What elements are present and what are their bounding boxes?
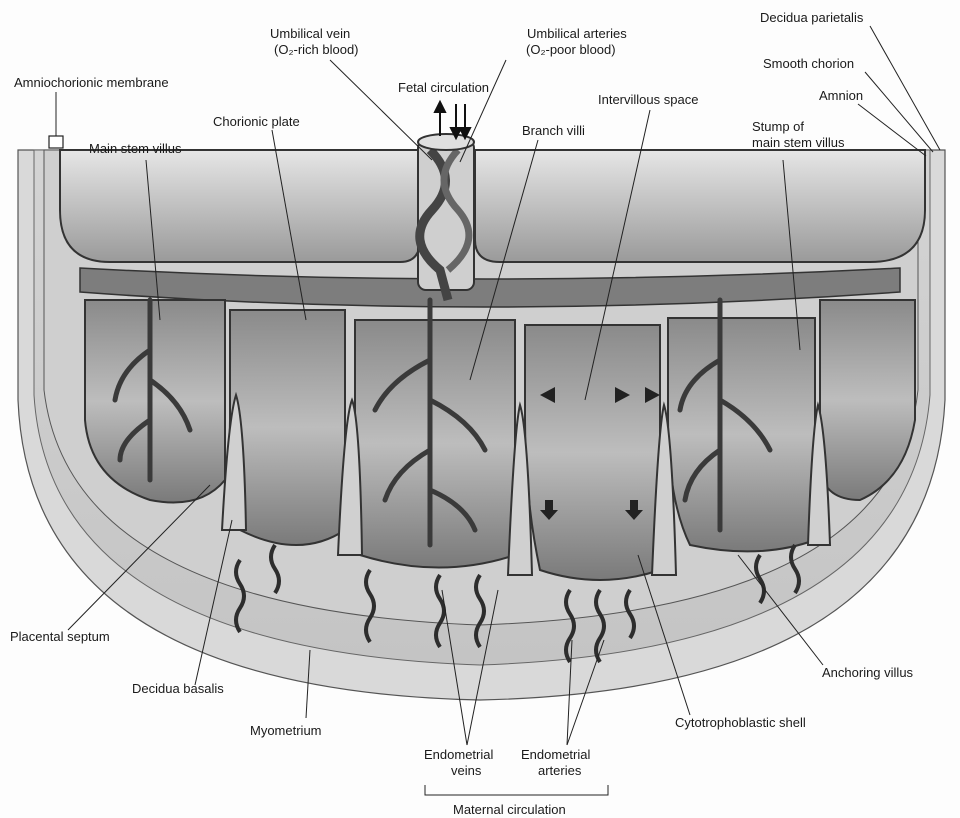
cotyledon-lobe-3 <box>354 320 515 568</box>
amniochorionic-membrane-box <box>49 136 63 148</box>
label-intervillous-space: Intervillous space <box>598 92 698 107</box>
label-decidua-parietalis: Decidua parietalis <box>760 10 864 25</box>
label-cytotrophoblastic-shell: Cytotrophoblastic shell <box>675 715 806 730</box>
label-endometrial-arteries-2: arteries <box>538 763 582 778</box>
label-decidua-basalis: Decidua basalis <box>132 681 224 696</box>
label-endometrial-veins-2: veins <box>451 763 482 778</box>
cotyledon-lobe-5 <box>668 318 815 551</box>
umbilical-cord <box>418 134 474 300</box>
label-umbilical-arteries-2: (O₂-poor blood) <box>526 42 616 57</box>
label-umbilical-arteries-1: Umbilical arteries <box>527 26 627 41</box>
label-anchoring-villus: Anchoring villus <box>822 665 914 680</box>
label-main-stem-villus: Main stem villus <box>89 141 182 156</box>
label-branch-villi: Branch villi <box>522 123 585 138</box>
label-umbilical-vein-1: Umbilical vein <box>270 26 350 41</box>
label-smooth-chorion: Smooth chorion <box>763 56 854 71</box>
maternal-circulation-bracket <box>425 785 608 795</box>
label-chorionic-plate: Chorionic plate <box>213 114 300 129</box>
cotyledon-lobe-1 <box>85 300 225 503</box>
label-stump-1: Stump of <box>752 119 804 134</box>
label-placental-septum: Placental septum <box>10 629 110 644</box>
label-fetal-circulation: Fetal circulation <box>398 80 489 95</box>
label-endometrial-veins-1: Endometrial <box>424 747 493 762</box>
label-amnion: Amnion <box>819 88 863 103</box>
label-myometrium: Myometrium <box>250 723 322 738</box>
label-amniochorionic-membrane: Amniochorionic membrane <box>14 75 169 90</box>
label-maternal-circulation: Maternal circulation <box>453 802 566 817</box>
label-umbilical-vein-2: (O₂-rich blood) <box>274 42 359 57</box>
amniotic-cavity <box>60 150 925 262</box>
cotyledon-lobe-4 <box>525 325 660 580</box>
fetal-circulation-arrows <box>435 102 470 138</box>
cotyledon-lobe-2 <box>230 310 345 545</box>
label-stump-2: main stem villus <box>752 135 845 150</box>
label-endometrial-arteries-1: Endometrial <box>521 747 590 762</box>
